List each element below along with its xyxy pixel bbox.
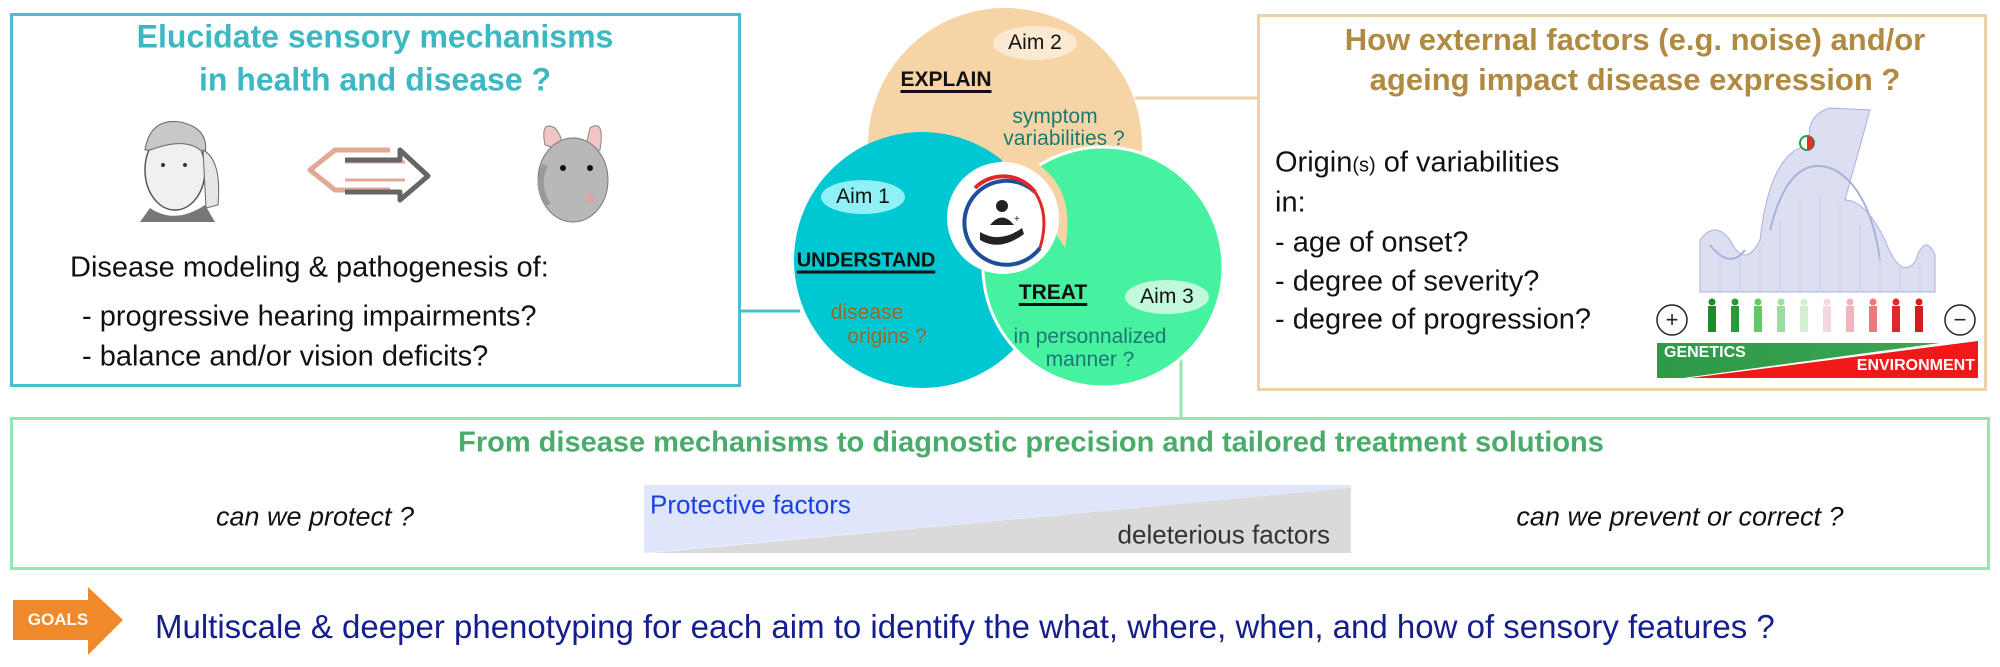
aim2-verb: EXPLAIN bbox=[900, 68, 992, 91]
left-panel-bullet: - balance and/or vision deficits? bbox=[82, 340, 489, 373]
left-panel-bullet: - progressive hearing impairments? bbox=[82, 300, 537, 333]
genetics-bar bbox=[1657, 343, 1940, 378]
origin-main: Origin bbox=[1275, 146, 1353, 179]
left-panel bbox=[10, 13, 741, 387]
protective-factors-area bbox=[644, 485, 1351, 553]
right-panel-bullet: - degree of severity? bbox=[1275, 265, 1540, 298]
plus-circle-icon bbox=[1656, 304, 1688, 336]
protective-factors-label: Protective factors bbox=[650, 489, 851, 520]
aim3-line2: manner ? bbox=[1045, 348, 1135, 371]
minus-circle-icon bbox=[1944, 304, 1976, 336]
environment-label: ENVIRONMENT bbox=[1856, 357, 1975, 374]
aim1-line2: origins ? bbox=[847, 325, 927, 348]
aim3-badge: Aim 3 bbox=[1140, 285, 1194, 308]
goals-badge: GOALS bbox=[27, 610, 89, 629]
environment-bar bbox=[1690, 341, 1978, 378]
aim2-badge: Aim 2 bbox=[1008, 31, 1062, 54]
right-panel-bullet: - age of onset? bbox=[1275, 226, 1469, 259]
mouse-listening-icon bbox=[537, 125, 609, 223]
right-panel bbox=[1257, 14, 1987, 391]
aim1-badge-bg bbox=[821, 180, 905, 214]
left-panel-title-line2: in health and disease ? bbox=[198, 61, 552, 98]
aim2-line1: symptom bbox=[1012, 105, 1098, 128]
aim1-badge: Aim 1 bbox=[836, 185, 890, 208]
origin-line: Origin(s) of variabilities bbox=[1275, 147, 1559, 180]
bidirectional-arrow-icon bbox=[307, 147, 431, 203]
deleterious-factors-label: deleterious factors bbox=[1117, 519, 1330, 550]
aim1-line1: disease bbox=[830, 301, 904, 324]
deleterious-factors-area bbox=[650, 488, 1351, 553]
left-question: can we protect ? bbox=[215, 501, 415, 532]
svg-text:+: + bbox=[1014, 214, 1020, 225]
aim3-verb: TREAT bbox=[1018, 281, 1088, 304]
aim3-badge-bg bbox=[1125, 280, 1209, 314]
aim1-verb: UNDERSTAND bbox=[796, 249, 936, 272]
bottom-panel-title: From disease mechanisms to diagnostic pr… bbox=[458, 426, 1604, 459]
left-panel-title-line1: Elucidate sensory mechanisms bbox=[136, 18, 614, 55]
population-figures-icon bbox=[1708, 298, 1923, 332]
right-panel-title-line1: How external factors (e.g. noise) and/or bbox=[1344, 22, 1926, 57]
right-question: can we prevent or correct ? bbox=[1516, 501, 1844, 532]
origin-small: (s) bbox=[1352, 154, 1376, 177]
genetics-label: GENETICS bbox=[1664, 344, 1746, 361]
right-panel-bullet: - degree of progression? bbox=[1275, 303, 1591, 336]
right-panel-title-line2: ageing impact disease expression ? bbox=[1369, 62, 1901, 97]
goals-arrow bbox=[13, 587, 123, 655]
aim2-line2: variabilities ? bbox=[1003, 127, 1125, 150]
plus-symbol: + bbox=[1665, 307, 1679, 332]
human-listening-icon bbox=[140, 121, 220, 222]
aim3-line1: in personnalized bbox=[1013, 325, 1167, 348]
origin-line2: in: bbox=[1275, 186, 1306, 219]
left-panel-intro: Disease modeling & pathogenesis of: bbox=[70, 251, 549, 284]
bottom-panel bbox=[10, 417, 1990, 570]
minus-symbol: − bbox=[1953, 307, 1967, 332]
origin-rest: of variabilities bbox=[1375, 146, 1560, 179]
aim2-badge-bg bbox=[993, 26, 1077, 60]
patient-care-dna-icon: + bbox=[962, 174, 1046, 267]
goals-text: Multiscale & deeper phenotyping for each… bbox=[155, 608, 1775, 645]
epigenetic-landscape-icon bbox=[1699, 107, 1936, 293]
